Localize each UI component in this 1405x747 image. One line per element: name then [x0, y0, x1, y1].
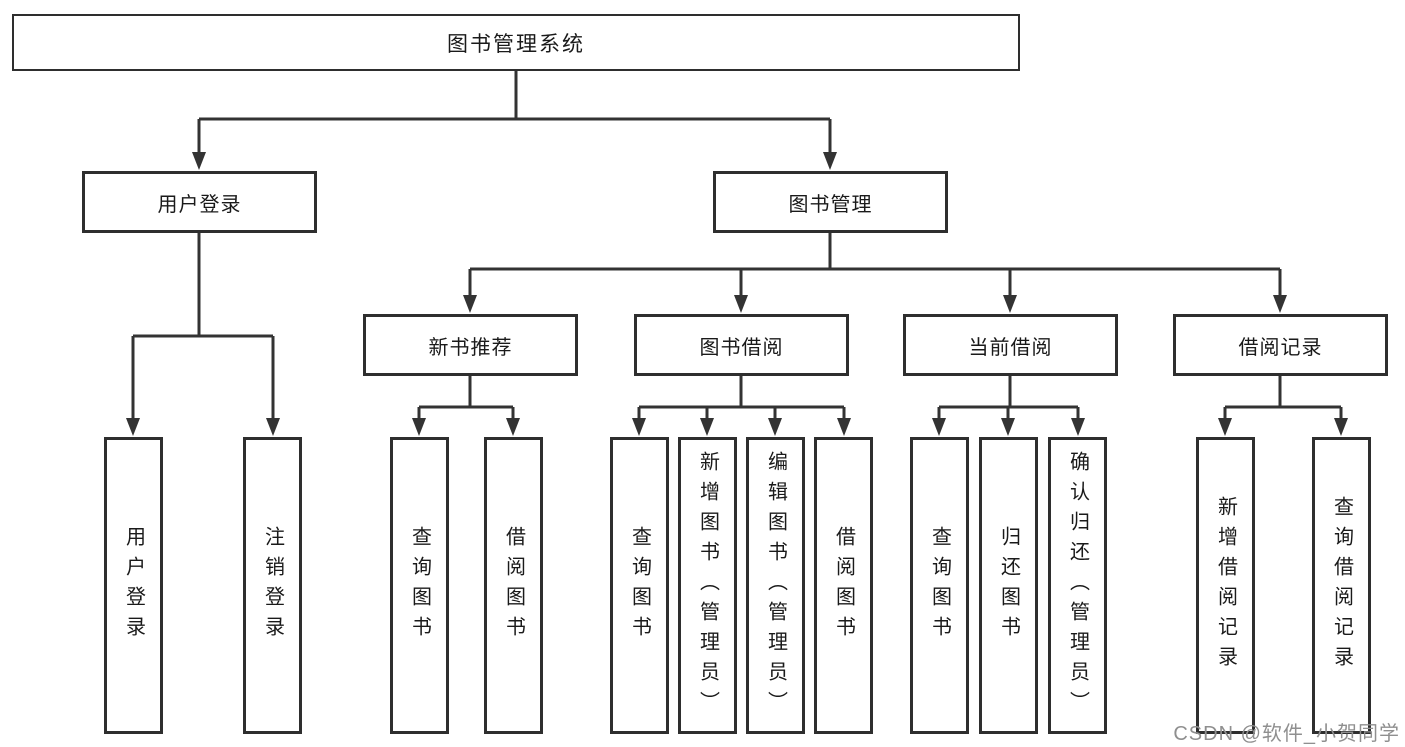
leaf-label: 查询借阅记录: [1330, 495, 1353, 676]
connector-book-management: [468, 233, 1282, 298]
node-leaf-query-books-2: 查询图书: [610, 437, 669, 734]
node-leaf-logout: 注销登录: [243, 437, 302, 734]
leaf-label: 编辑图书（管理员）: [764, 450, 787, 721]
connector-new-book: [417, 376, 515, 421]
leaf-label: 查询图书: [628, 525, 651, 646]
node-leaf-query-books-1: 查询图书: [390, 437, 449, 734]
node-leaf-query-books-3: 查询图书: [910, 437, 969, 734]
node-new-book-recommend: 新书推荐: [363, 314, 578, 376]
leaf-label: 归还图书: [997, 525, 1020, 646]
connector-user-login: [131, 233, 275, 421]
node-user-login: 用户登录: [82, 171, 317, 233]
leaf-label: 查询图书: [408, 525, 431, 646]
node-root: 图书管理系统: [12, 14, 1020, 71]
leaf-label: 注销登录: [261, 525, 284, 646]
node-book-borrow: 图书借阅: [634, 314, 849, 376]
connector-book-borrow: [637, 376, 846, 421]
connector-borrow-records: [1223, 376, 1343, 421]
leaf-label: 新增图书（管理员）: [696, 450, 719, 721]
leaf-label: 借阅图书: [832, 525, 855, 646]
node-leaf-borrow-books-2: 借阅图书: [814, 437, 873, 734]
arrowheads: [126, 152, 1348, 436]
node-leaf-borrow-books-1: 借阅图书: [484, 437, 543, 734]
node-borrow-records: 借阅记录: [1173, 314, 1388, 376]
node-leaf-add-borrow-record: 新增借阅记录: [1196, 437, 1255, 734]
node-leaf-return-book: 归还图书: [979, 437, 1038, 734]
node-leaf-add-book-admin: 新增图书（管理员）: [678, 437, 737, 734]
connector-current-borrow: [937, 376, 1080, 421]
node-leaf-edit-book-admin: 编辑图书（管理员）: [746, 437, 805, 734]
csdn-watermark: CSDN @软件_小贺同学: [1173, 723, 1400, 745]
node-book-management: 图书管理: [713, 171, 948, 233]
leaf-label: 用户登录: [122, 525, 145, 646]
node-current-borrow: 当前借阅: [903, 314, 1118, 376]
leaf-label: 确认归还（管理员）: [1066, 450, 1089, 721]
node-leaf-user-login: 用户登录: [104, 437, 163, 734]
leaf-label: 借阅图书: [502, 525, 525, 646]
leaf-label: 查询图书: [928, 525, 951, 646]
connector-root: [197, 71, 832, 155]
node-leaf-confirm-return-admin: 确认归还（管理员）: [1048, 437, 1107, 734]
leaf-label: 新增借阅记录: [1214, 495, 1237, 676]
node-leaf-query-borrow-record: 查询借阅记录: [1312, 437, 1371, 734]
